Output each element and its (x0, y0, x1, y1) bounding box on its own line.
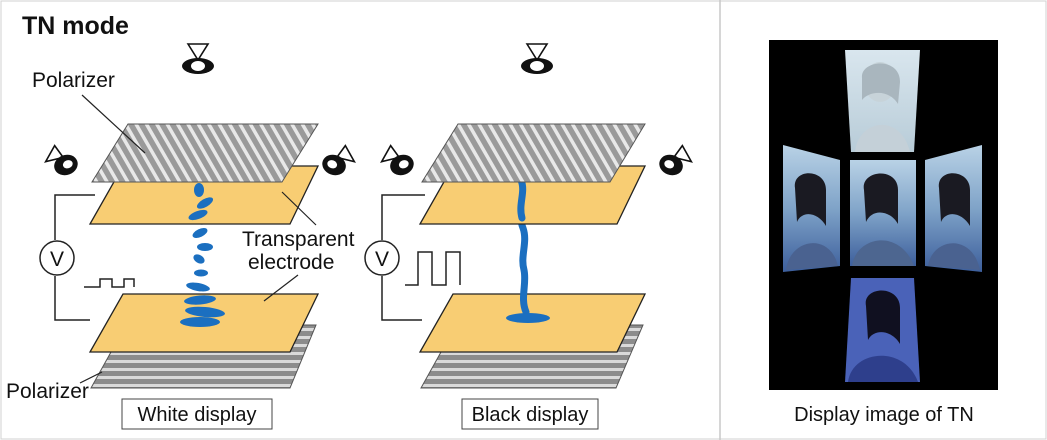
eye-icon (322, 144, 357, 176)
eye-icon (43, 144, 78, 176)
top-polarizer (91, 123, 319, 183)
eye-icon (182, 43, 214, 74)
circuit-wire (381, 194, 425, 240)
voltage-waveform-high (405, 251, 461, 286)
eye-icon (521, 43, 553, 74)
leader-line (81, 94, 146, 154)
caption-box (461, 398, 599, 430)
photo-view-center (850, 160, 916, 266)
liquid-crystal-top (188, 183, 214, 221)
leader-line (79, 371, 103, 384)
voltage-source (364, 240, 400, 276)
circuit-wire (54, 194, 95, 240)
display-image-caption: Display image of TN (794, 404, 974, 426)
circuit-wire (54, 276, 90, 321)
top-polarizer (421, 123, 646, 183)
leader-line (263, 274, 299, 302)
white-display-assembly: V (39, 43, 357, 430)
leader-line (281, 191, 317, 226)
photo-view-right (925, 145, 982, 272)
black-display-assembly: V Black display (364, 43, 694, 430)
voltage-source-label: V (50, 248, 64, 271)
display-image-photo (769, 40, 998, 390)
white-display-caption: White display (138, 404, 257, 426)
polarizer-bottom-label: Polarizer (6, 380, 89, 403)
eye-icon (379, 144, 414, 176)
bottom-electrode (418, 293, 647, 353)
black-display-caption: Black display (472, 404, 589, 426)
voltage-source (39, 240, 75, 276)
caption-box (121, 398, 273, 430)
electrode-label: electrode (248, 251, 334, 274)
photo-view-top (845, 50, 920, 152)
liquid-crystal-aligned-base (506, 313, 550, 323)
voltage-waveform-low (84, 278, 135, 288)
voltage-source-label: V (375, 248, 389, 271)
liquid-crystal-aligned-top (517, 176, 527, 222)
photo-view-left (783, 145, 840, 272)
transparent-label: Transparent (242, 228, 355, 251)
figure-title: TN mode (22, 12, 129, 40)
circuit-wire (381, 276, 422, 321)
photo-view-bottom (845, 278, 920, 382)
eye-icon (659, 144, 694, 176)
polarizer-top-label: Polarizer (32, 69, 115, 92)
